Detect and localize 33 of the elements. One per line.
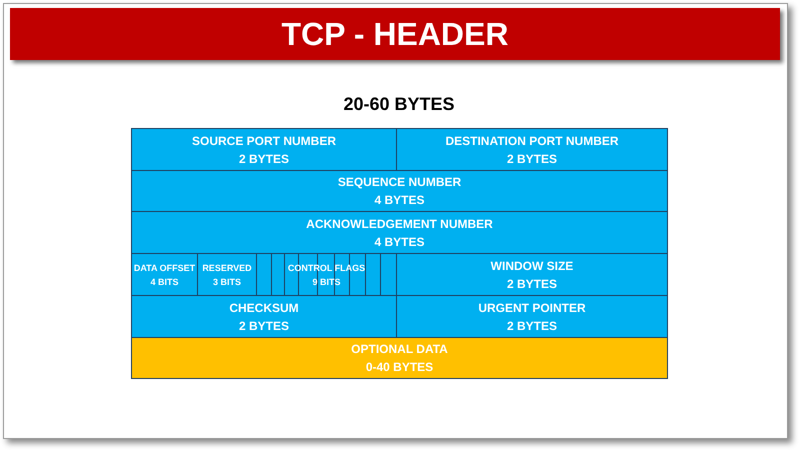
header-field-cell: [131, 170, 668, 212]
header-field-cell: [131, 295, 397, 338]
field-size: 3 BITS: [212, 276, 241, 288]
field-name: URGENT POINTER: [478, 300, 586, 316]
field-name: RESERVED: [202, 262, 252, 274]
field-name: WINDOW SIZE: [490, 258, 574, 274]
header-field-cell: [131, 337, 668, 379]
field-size: 4 BITS: [150, 276, 178, 288]
header-field-cell: [131, 253, 198, 296]
header-field-cell: [396, 295, 668, 338]
field-name: DATA OFFSET: [134, 262, 196, 274]
field-name: OPTIONAL DATA: [351, 341, 448, 358]
field-size: 4 BYTES: [374, 192, 424, 209]
header-field-cell: [256, 253, 397, 296]
field-size: 4 BYTES: [374, 234, 424, 250]
field-name: SOURCE PORT NUMBER: [192, 132, 336, 150]
field-size: 0-40 BYTES: [366, 359, 434, 376]
field-name: SEQUENCE NUMBER: [338, 174, 462, 191]
header-field-cell: [197, 253, 257, 296]
header-field-cell: [131, 128, 397, 171]
size-heading: 20-60 BYTES: [342, 94, 456, 115]
header-field-cell: [396, 253, 668, 296]
header-field-cell: [396, 128, 668, 171]
field-name: DESTINATION PORT NUMBER: [445, 132, 619, 150]
field-name: CHECKSUM: [229, 300, 299, 316]
field-name: ACKNOWLEDGEMENT NUMBER: [306, 216, 493, 232]
field-size: 2 BYTES: [238, 150, 289, 168]
field-size: 2 BYTES: [506, 150, 557, 168]
title-banner: TCP - HEADER: [10, 8, 780, 60]
field-size: 2 BYTES: [506, 276, 557, 292]
field-size: 2 BYTES: [238, 318, 289, 334]
field-size: 2 BYTES: [506, 318, 557, 334]
header-field-cell: [131, 211, 668, 254]
